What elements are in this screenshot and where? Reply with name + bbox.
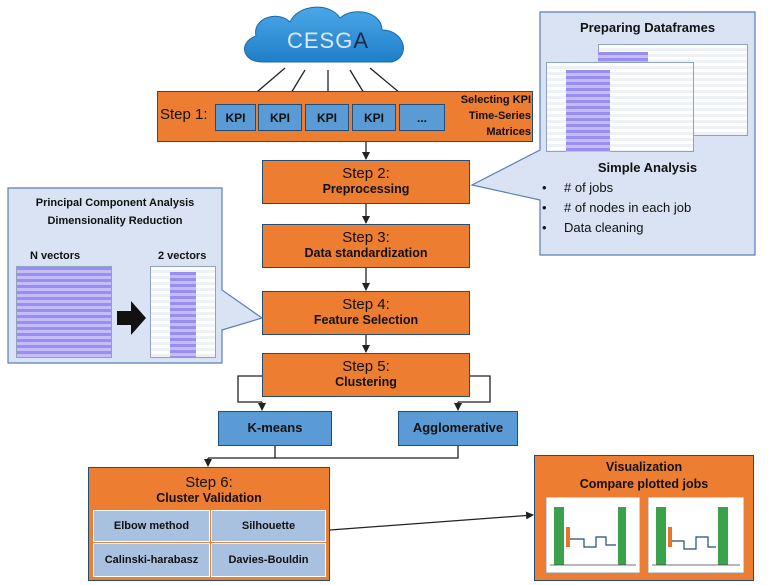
- prep-panel-title: Preparing Dataframes: [579, 20, 716, 35]
- validation-calinski: Calinski-harabasz: [93, 543, 210, 577]
- pca-title-line2: Dimensionality Reduction: [47, 215, 183, 227]
- viz-right-band-2: [718, 507, 728, 565]
- cloud-icon: [244, 6, 404, 63]
- to-step6-lines: [204, 446, 459, 467]
- agglomerative-box: Agglomerative: [398, 411, 518, 446]
- step1-side-text: Selecting KPI Time-Series Matrices: [448, 92, 531, 142]
- step2-subtitle: Preprocessing: [322, 182, 410, 196]
- step3-title: Step 3:: [342, 229, 390, 246]
- viz-plot-left: [546, 497, 640, 573]
- step4-title: Step 4:: [342, 296, 390, 313]
- pca-left-label: N vectors: [30, 250, 81, 262]
- to-viz-arrow: [329, 511, 534, 531]
- kpi-box-2: KPI: [258, 104, 302, 131]
- step5-title: Step 5:: [342, 358, 390, 375]
- analysis-item-jobs: # of jobs: [542, 178, 752, 198]
- kmeans-box: K-means: [218, 411, 332, 446]
- cloud-label-main: CESG: [286, 28, 354, 53]
- step1-side-line1: Selecting KPI: [460, 94, 531, 106]
- cloud-label-accent: A: [353, 28, 370, 53]
- step4-box: Step 4: Feature Selection: [262, 291, 470, 335]
- pca-2-vector-highlight: [170, 272, 196, 358]
- validation-silhouette: Silhouette: [211, 510, 326, 542]
- step5-box: Step 5: Clustering: [262, 353, 470, 397]
- viz-title-line1: Visualization: [605, 460, 683, 474]
- viz-plot-right: [648, 497, 744, 573]
- simple-analysis-list: # of jobs # of nodes in each job Data cl…: [542, 178, 752, 238]
- step2-box: Step 2: Preprocessing: [262, 160, 470, 204]
- analysis-item-nodes: # of nodes in each job: [542, 198, 752, 218]
- viz-left-band-1: [554, 507, 564, 565]
- viz-left-band-2: [618, 507, 626, 565]
- analysis-item-cleaning: Data cleaning: [542, 218, 752, 238]
- simple-analysis-title: Simple Analysis: [597, 160, 698, 175]
- kpi-box-3: KPI: [305, 104, 349, 131]
- viz-title-line2: Compare plotted jobs: [579, 477, 709, 491]
- step1-side-line2: Time-Series: [468, 110, 531, 122]
- pca-title-line1: Principal Component Analysis: [35, 197, 195, 209]
- cloud-label: CESGA: [268, 28, 388, 54]
- step1-label: Step 1:: [160, 106, 208, 123]
- pca-n-vector-table: [16, 266, 112, 358]
- step3-subtitle: Data standardization: [304, 246, 428, 260]
- pca-right-label: 2 vectors: [158, 250, 207, 262]
- clustering-branches: [237, 375, 491, 411]
- step4-subtitle: Feature Selection: [313, 313, 419, 327]
- validation-elbow: Elbow method: [93, 510, 210, 542]
- kpi-box-1: KPI: [215, 104, 256, 131]
- prep-table-front-highlight: [566, 70, 610, 152]
- step6-title: Step 6:: [185, 474, 233, 491]
- step5-subtitle: Clustering: [335, 375, 397, 389]
- step3-box: Step 3: Data standardization: [262, 224, 470, 268]
- kpi-box-4: KPI: [352, 104, 396, 131]
- validation-davies: Davies-Bouldin: [211, 543, 326, 577]
- viz-right-band-1: [656, 507, 666, 565]
- pca-arrow-icon: [117, 301, 146, 335]
- step6-subtitle: Cluster Validation: [156, 491, 262, 505]
- step1-side-line3: Matrices: [486, 126, 531, 138]
- kpi-box-more: ...: [399, 104, 445, 131]
- step2-title: Step 2:: [342, 165, 390, 182]
